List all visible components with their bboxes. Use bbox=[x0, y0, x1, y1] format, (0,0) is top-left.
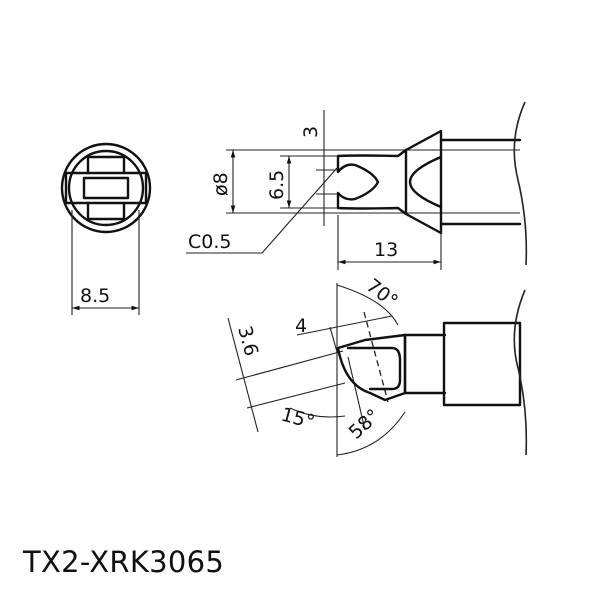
side-view bbox=[227, 283, 528, 457]
dim-end-width: 8.5 bbox=[80, 285, 110, 307]
dim-length: 13 bbox=[374, 239, 398, 261]
top-view bbox=[186, 101, 528, 270]
model-title: TX2-XRK3065 bbox=[23, 545, 225, 579]
dim-tip-width: 3 bbox=[300, 126, 322, 138]
dim-chamfer: C0.5 bbox=[188, 231, 231, 253]
end-view bbox=[60, 142, 152, 315]
dim-angle-top: 70° bbox=[362, 275, 402, 313]
dim-angle-bottom: 58° bbox=[345, 405, 385, 444]
dim-angle-offset: 15° bbox=[279, 404, 317, 434]
dim-flat: 4 bbox=[295, 315, 307, 337]
dim-diameter: ø8 bbox=[210, 172, 232, 196]
dim-inner: 6.5 bbox=[266, 170, 288, 200]
